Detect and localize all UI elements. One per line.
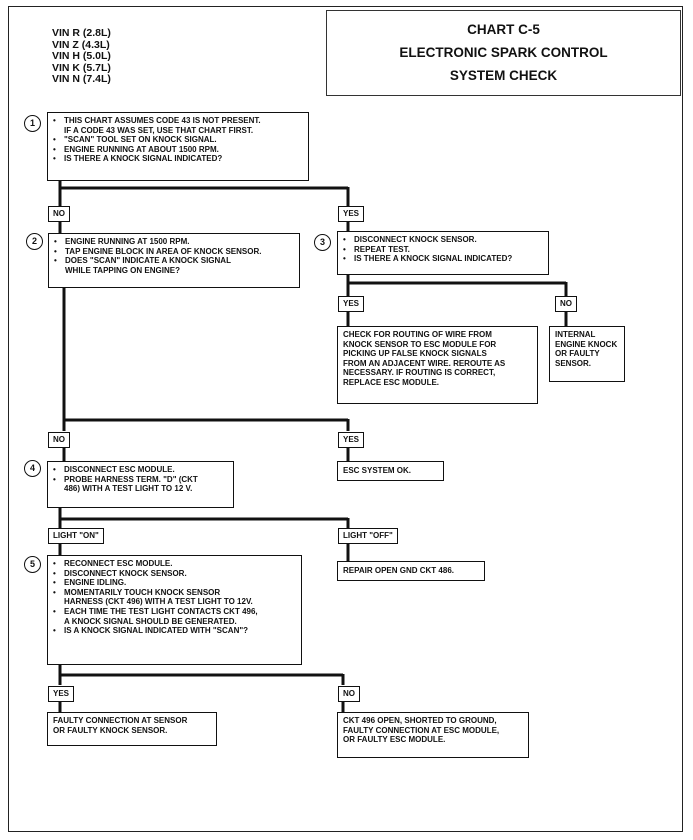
step-item: EACH TIME THE TEST LIGHT CONTACTS CKT 49…	[53, 607, 297, 626]
result-box: INTERNAL ENGINE KNOCK OR FAULTY SENSOR.	[549, 326, 625, 382]
vin-line: VIN N (7.4L)	[52, 73, 111, 85]
step2-box: ENGINE RUNNING AT 1500 RPM. TAP ENGINE B…	[48, 233, 300, 288]
branch-yes-label: YES	[338, 432, 365, 448]
step-number: 5	[24, 556, 41, 573]
step-number: 2	[26, 233, 43, 250]
step5-box: RECONNECT ESC MODULE. DISCONNECT KNOCK S…	[47, 555, 302, 665]
step-item: RECONNECT ESC MODULE.	[53, 559, 297, 569]
vin-line: VIN K (5.7L)	[52, 61, 111, 74]
vin-line: VIN Z (4.3L)	[52, 38, 110, 51]
step-number: 1	[24, 115, 41, 132]
chart-title-line: ELECTRONIC SPARK CONTROL	[399, 45, 608, 60]
branch-no-label: NO	[48, 432, 70, 448]
step-item: IS THERE A KNOCK SIGNAL INDICATED?	[343, 254, 544, 264]
chart-title-box: CHART C-5 ELECTRONIC SPARK CONTROL SYSTE…	[326, 10, 681, 96]
vin-line: VIN R (2.8L)	[52, 27, 111, 39]
result-box: CHECK FOR ROUTING OF WIRE FROM KNOCK SEN…	[337, 326, 538, 404]
vin-list: VIN R (2.8L) VIN Z (4.3L) VIN H (5.0L) V…	[52, 27, 111, 86]
chart-title-line: SYSTEM CHECK	[449, 68, 558, 83]
step3-box: DISCONNECT KNOCK SENSOR. REPEAT TEST. IS…	[337, 231, 549, 275]
branch-yes-label: YES	[48, 686, 75, 702]
branch-off-label: LIGHT "OFF"	[338, 528, 398, 544]
step-item: "SCAN" TOOL SET ON KNOCK SIGNAL.	[53, 135, 304, 145]
step-number: 4	[24, 460, 41, 477]
result-box: FAULTY CONNECTION AT SENSOR OR FAULTY KN…	[47, 712, 217, 746]
step-item: DISCONNECT ESC MODULE.	[53, 465, 229, 475]
vin-line: VIN H (5.0L)	[52, 50, 111, 62]
step-item: ENGINE RUNNING AT 1500 RPM.	[54, 237, 295, 247]
chart-title-line: CHART C-5	[467, 22, 540, 37]
step-item: IS A KNOCK SIGNAL INDICATED WITH "SCAN"?	[53, 626, 297, 636]
result-box: ESC SYSTEM OK.	[337, 461, 444, 481]
step-item: ENGINE RUNNING AT ABOUT 1500 RPM.	[53, 145, 304, 155]
step4-box: DISCONNECT ESC MODULE. PROBE HARNESS TER…	[47, 461, 234, 508]
step-item: REPEAT TEST.	[343, 245, 544, 255]
branch-yes-label: YES	[338, 206, 365, 222]
step-item: ENGINE IDLING.	[53, 578, 297, 588]
step-item: DISCONNECT KNOCK SENSOR.	[343, 235, 544, 245]
step-number: 3	[314, 234, 331, 251]
branch-no-label: NO	[48, 206, 70, 222]
branch-yes-label: YES	[338, 296, 365, 312]
page-border	[8, 6, 683, 832]
step-item: IS THERE A KNOCK SIGNAL INDICATED?	[53, 154, 304, 164]
step-item: THIS CHART ASSUMES CODE 43 IS NOT PRESEN…	[53, 116, 304, 135]
branch-on-label: LIGHT "ON"	[48, 528, 104, 544]
result-box: REPAIR OPEN GND CKT 486.	[337, 561, 485, 581]
step-item: TAP ENGINE BLOCK IN AREA OF KNOCK SENSOR…	[54, 247, 295, 257]
branch-no-label: NO	[555, 296, 577, 312]
branch-no-label: NO	[338, 686, 360, 702]
step-item: DOES "SCAN" INDICATE A KNOCK SIGNALWHILE…	[54, 256, 295, 275]
step-item: DISCONNECT KNOCK SENSOR.	[53, 569, 297, 579]
result-box: CKT 496 OPEN, SHORTED TO GROUND, FAULTY …	[337, 712, 529, 758]
step1-box: THIS CHART ASSUMES CODE 43 IS NOT PRESEN…	[47, 112, 309, 181]
